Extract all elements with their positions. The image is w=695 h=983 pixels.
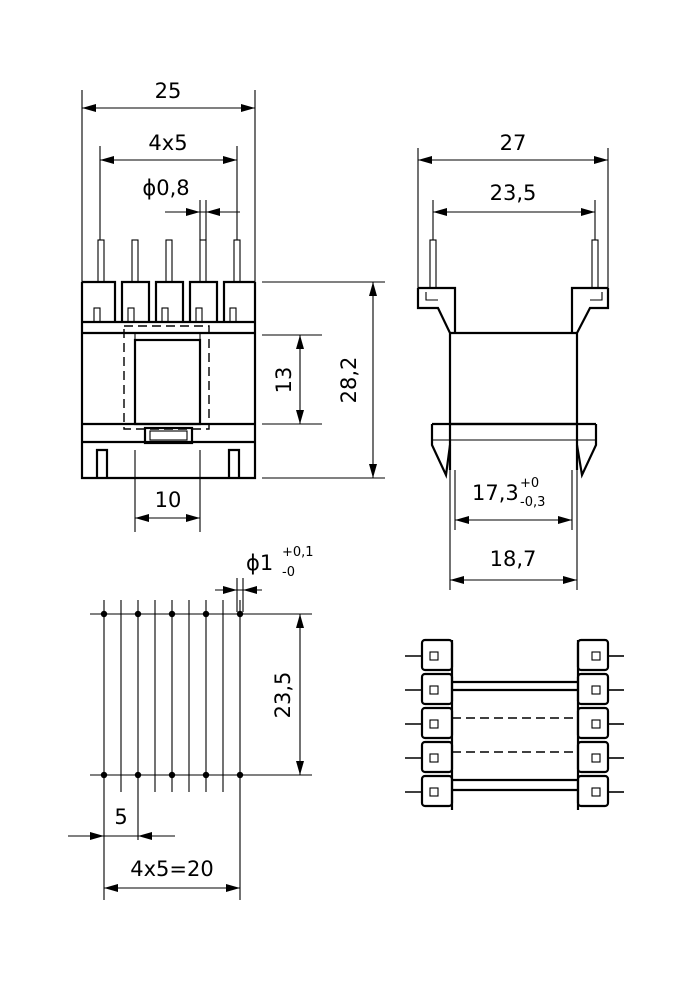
dim-pin-pitch-total-label: 4x5	[148, 131, 187, 155]
front-core-window	[133, 338, 202, 426]
dim-hole-diameter: ϕ1 +0,1 -0	[215, 545, 314, 612]
dim-flange-inner-tol-upper: +0	[520, 476, 539, 491]
pcb-holes	[100, 610, 244, 779]
front-pins	[97, 239, 241, 283]
dim-side-overall-width: 27	[417, 131, 609, 288]
dim-pitch: 5	[68, 805, 175, 840]
bottom-view	[405, 638, 624, 810]
dim-overall-height-label: 28,2	[337, 357, 361, 404]
dim-flange-outer: 18,7	[449, 470, 578, 590]
dim-flange-outer-label: 18,7	[490, 547, 537, 571]
front-slot	[143, 426, 194, 445]
bottom-left-pins	[405, 638, 454, 808]
dim-flange-inner: 17,3 +0 -0,3	[454, 470, 573, 530]
dim-core-window-width: 10	[134, 450, 201, 532]
dim-pitch-total: 4x5=20	[104, 857, 240, 892]
dim-core-window-height: 13	[262, 334, 322, 425]
dim-pitch-total-label: 4x5=20	[130, 857, 213, 881]
dim-hole-diameter-label: ϕ1	[246, 551, 273, 575]
dim-core-window-height-label: 13	[272, 367, 296, 394]
dim-pitch-label: 5	[114, 805, 127, 829]
dim-side-pin-span-label: 23,5	[490, 181, 537, 205]
dim-row-spacing: 23,5	[250, 613, 312, 776]
dim-pin-diameter-label: ϕ0,8	[142, 176, 189, 200]
side-view: 27 23,5 17,3 +0 -0,3	[416, 131, 610, 590]
dim-overall-width: 25	[81, 79, 256, 282]
front-view: 25 4x5 ϕ0,8 13	[80, 79, 385, 532]
pcb-hole-pattern: ϕ1 +0,1 -0 23,5 5 4x5=20	[68, 545, 314, 900]
front-hidden-core	[123, 325, 210, 430]
dim-hole-tol-upper: +0,1	[282, 545, 314, 560]
dim-side-overall-width-label: 27	[500, 131, 527, 155]
hole-lines	[90, 600, 260, 900]
dim-hole-tol-lower: -0	[282, 565, 295, 580]
dim-core-window-width-label: 10	[155, 488, 182, 512]
dim-flange-inner-tol-lower: -0,3	[520, 495, 545, 510]
dim-overall-width-label: 25	[155, 79, 182, 103]
dim-overall-height: 28,2	[262, 281, 385, 479]
front-pin-posts	[82, 280, 255, 322]
dim-flange-inner-label: 17,3	[472, 481, 519, 505]
dim-pin-diameter: ϕ0,8	[142, 176, 240, 240]
dim-pin-pitch-total: 4x5	[99, 131, 238, 240]
dim-row-spacing-label: 23,5	[271, 672, 295, 719]
dim-side-pin-span: 23,5	[432, 181, 596, 240]
front-body-outline	[80, 282, 257, 480]
bottom-right-pins	[576, 638, 624, 808]
